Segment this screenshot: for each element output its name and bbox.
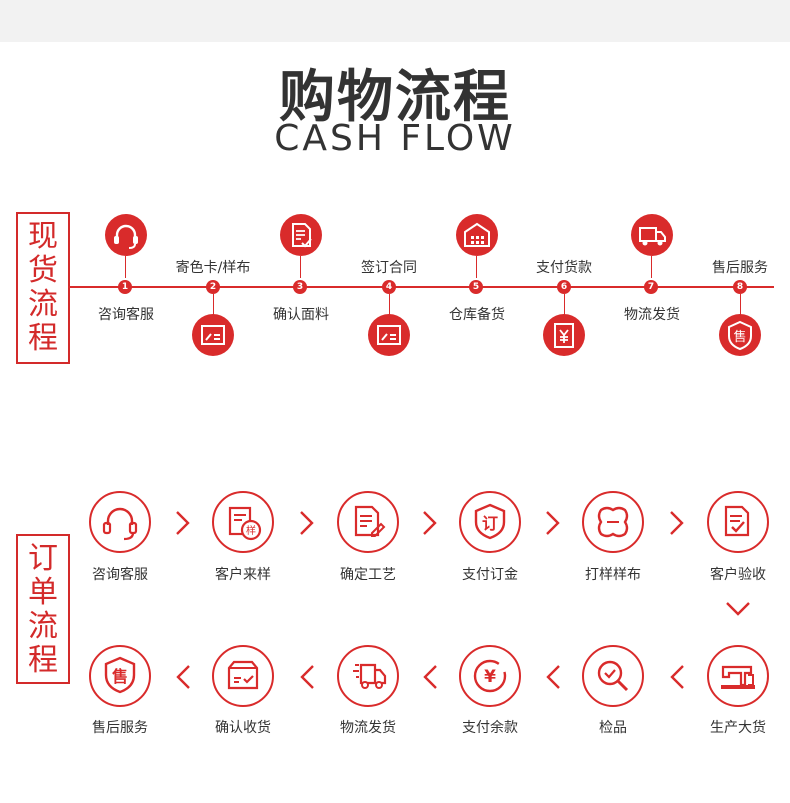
timeline-stem xyxy=(651,256,652,278)
step-number: 6 xyxy=(557,280,571,294)
timeline-stem xyxy=(125,256,126,278)
warehouse-icon xyxy=(456,214,498,256)
card-icon xyxy=(192,314,234,356)
page-title: 购物流程 xyxy=(279,65,511,130)
order-step-label: 确定工艺 xyxy=(340,567,396,583)
step-number: 5 xyxy=(469,280,483,294)
spot-label-char: 现 xyxy=(28,219,58,254)
timeline-stem xyxy=(564,294,565,316)
order-process-label: 订 单 流 程 xyxy=(16,534,70,684)
chevron-down-icon xyxy=(724,598,752,620)
timeline-step-label: 仓库备货 xyxy=(449,307,505,323)
step-number: 4 xyxy=(382,280,396,294)
chevron-left-icon xyxy=(419,663,441,691)
sample-icon: 样 xyxy=(212,491,274,553)
truck-icon xyxy=(337,645,399,707)
after-sale-char: 售 xyxy=(733,329,746,345)
step-number: 8 xyxy=(733,280,747,294)
chevron-left-icon xyxy=(542,663,564,691)
page-subtitle: CASH FLOW xyxy=(274,118,516,159)
chevron-left-icon xyxy=(296,663,318,691)
order-step-label: 生产大货 xyxy=(710,720,766,736)
step-number: 7 xyxy=(644,280,658,294)
chevron-right-icon xyxy=(419,509,441,537)
top-bar xyxy=(0,0,790,42)
order-step-label: 客户验收 xyxy=(710,567,766,583)
chevron-right-icon xyxy=(542,509,564,537)
yuan-char: ¥ xyxy=(484,667,496,687)
box-check-icon xyxy=(212,645,274,707)
chevron-right-icon xyxy=(172,509,194,537)
order-step-label: 咨询客服 xyxy=(92,567,148,583)
timeline-step-label: 支付货款 xyxy=(536,260,592,276)
fabric-swatch-icon xyxy=(582,491,644,553)
timeline-stem xyxy=(300,256,301,278)
yuan-payment-icon xyxy=(543,314,585,356)
timeline-step-label: 签订合同 xyxy=(361,260,417,276)
timeline-stem xyxy=(476,256,477,278)
deposit-shield-icon: 订 xyxy=(459,491,521,553)
after-sale-badge-icon: 售 xyxy=(89,645,151,707)
order-step-label: 支付余款 xyxy=(462,720,518,736)
timeline-step-label: 咨询客服 xyxy=(98,307,154,323)
spot-process-label: 现 货 流 程 xyxy=(16,212,70,364)
step-number: 2 xyxy=(206,280,220,294)
order-step-label: 确认收货 xyxy=(215,720,271,736)
after-sale-badge-icon: 售 xyxy=(719,314,761,356)
truck-icon xyxy=(631,214,673,256)
deposit-char: 订 xyxy=(482,514,498,533)
spot-label-char: 流 xyxy=(28,287,58,322)
card-icon xyxy=(368,314,410,356)
timeline-step-label: 确认面料 xyxy=(273,307,329,323)
order-step-label: 打样样布 xyxy=(585,567,641,583)
chevron-right-icon xyxy=(666,509,688,537)
order-label-char: 程 xyxy=(28,643,58,678)
chevron-left-icon xyxy=(172,663,194,691)
timeline-step-label: 售后服务 xyxy=(712,260,768,276)
timeline-stem xyxy=(389,294,390,316)
timeline-stem xyxy=(740,294,741,316)
sample-char: 样 xyxy=(246,524,256,537)
order-label-char: 订 xyxy=(28,541,58,576)
order-step-label: 客户来样 xyxy=(215,567,271,583)
order-step-label: 检品 xyxy=(599,720,627,736)
after-sale-char: 售 xyxy=(112,667,128,686)
order-label-char: 流 xyxy=(28,609,58,644)
headset-icon xyxy=(105,214,147,256)
timeline-stem xyxy=(213,294,214,316)
spot-label-char: 货 xyxy=(28,253,58,288)
document-edit-icon xyxy=(337,491,399,553)
sewing-machine-icon xyxy=(707,645,769,707)
timeline-step-label: 寄色卡/样布 xyxy=(175,260,251,276)
spot-label-char: 程 xyxy=(28,321,58,356)
timeline-step-label: 物流发货 xyxy=(624,307,680,323)
yuan-circle-icon: ¥ xyxy=(459,645,521,707)
document-check-icon xyxy=(280,214,322,256)
chevron-left-icon xyxy=(666,663,688,691)
step-number: 1 xyxy=(118,280,132,294)
document-check-icon xyxy=(707,491,769,553)
order-label-char: 单 xyxy=(28,575,58,610)
chevron-right-icon xyxy=(296,509,318,537)
step-number: 3 xyxy=(293,280,307,294)
timeline-line xyxy=(68,286,774,288)
order-step-label: 售后服务 xyxy=(92,720,148,736)
inspect-magnifier-icon xyxy=(582,645,644,707)
order-step-label: 支付订金 xyxy=(462,567,518,583)
order-step-label: 物流发货 xyxy=(340,720,396,736)
headset-icon xyxy=(89,491,151,553)
